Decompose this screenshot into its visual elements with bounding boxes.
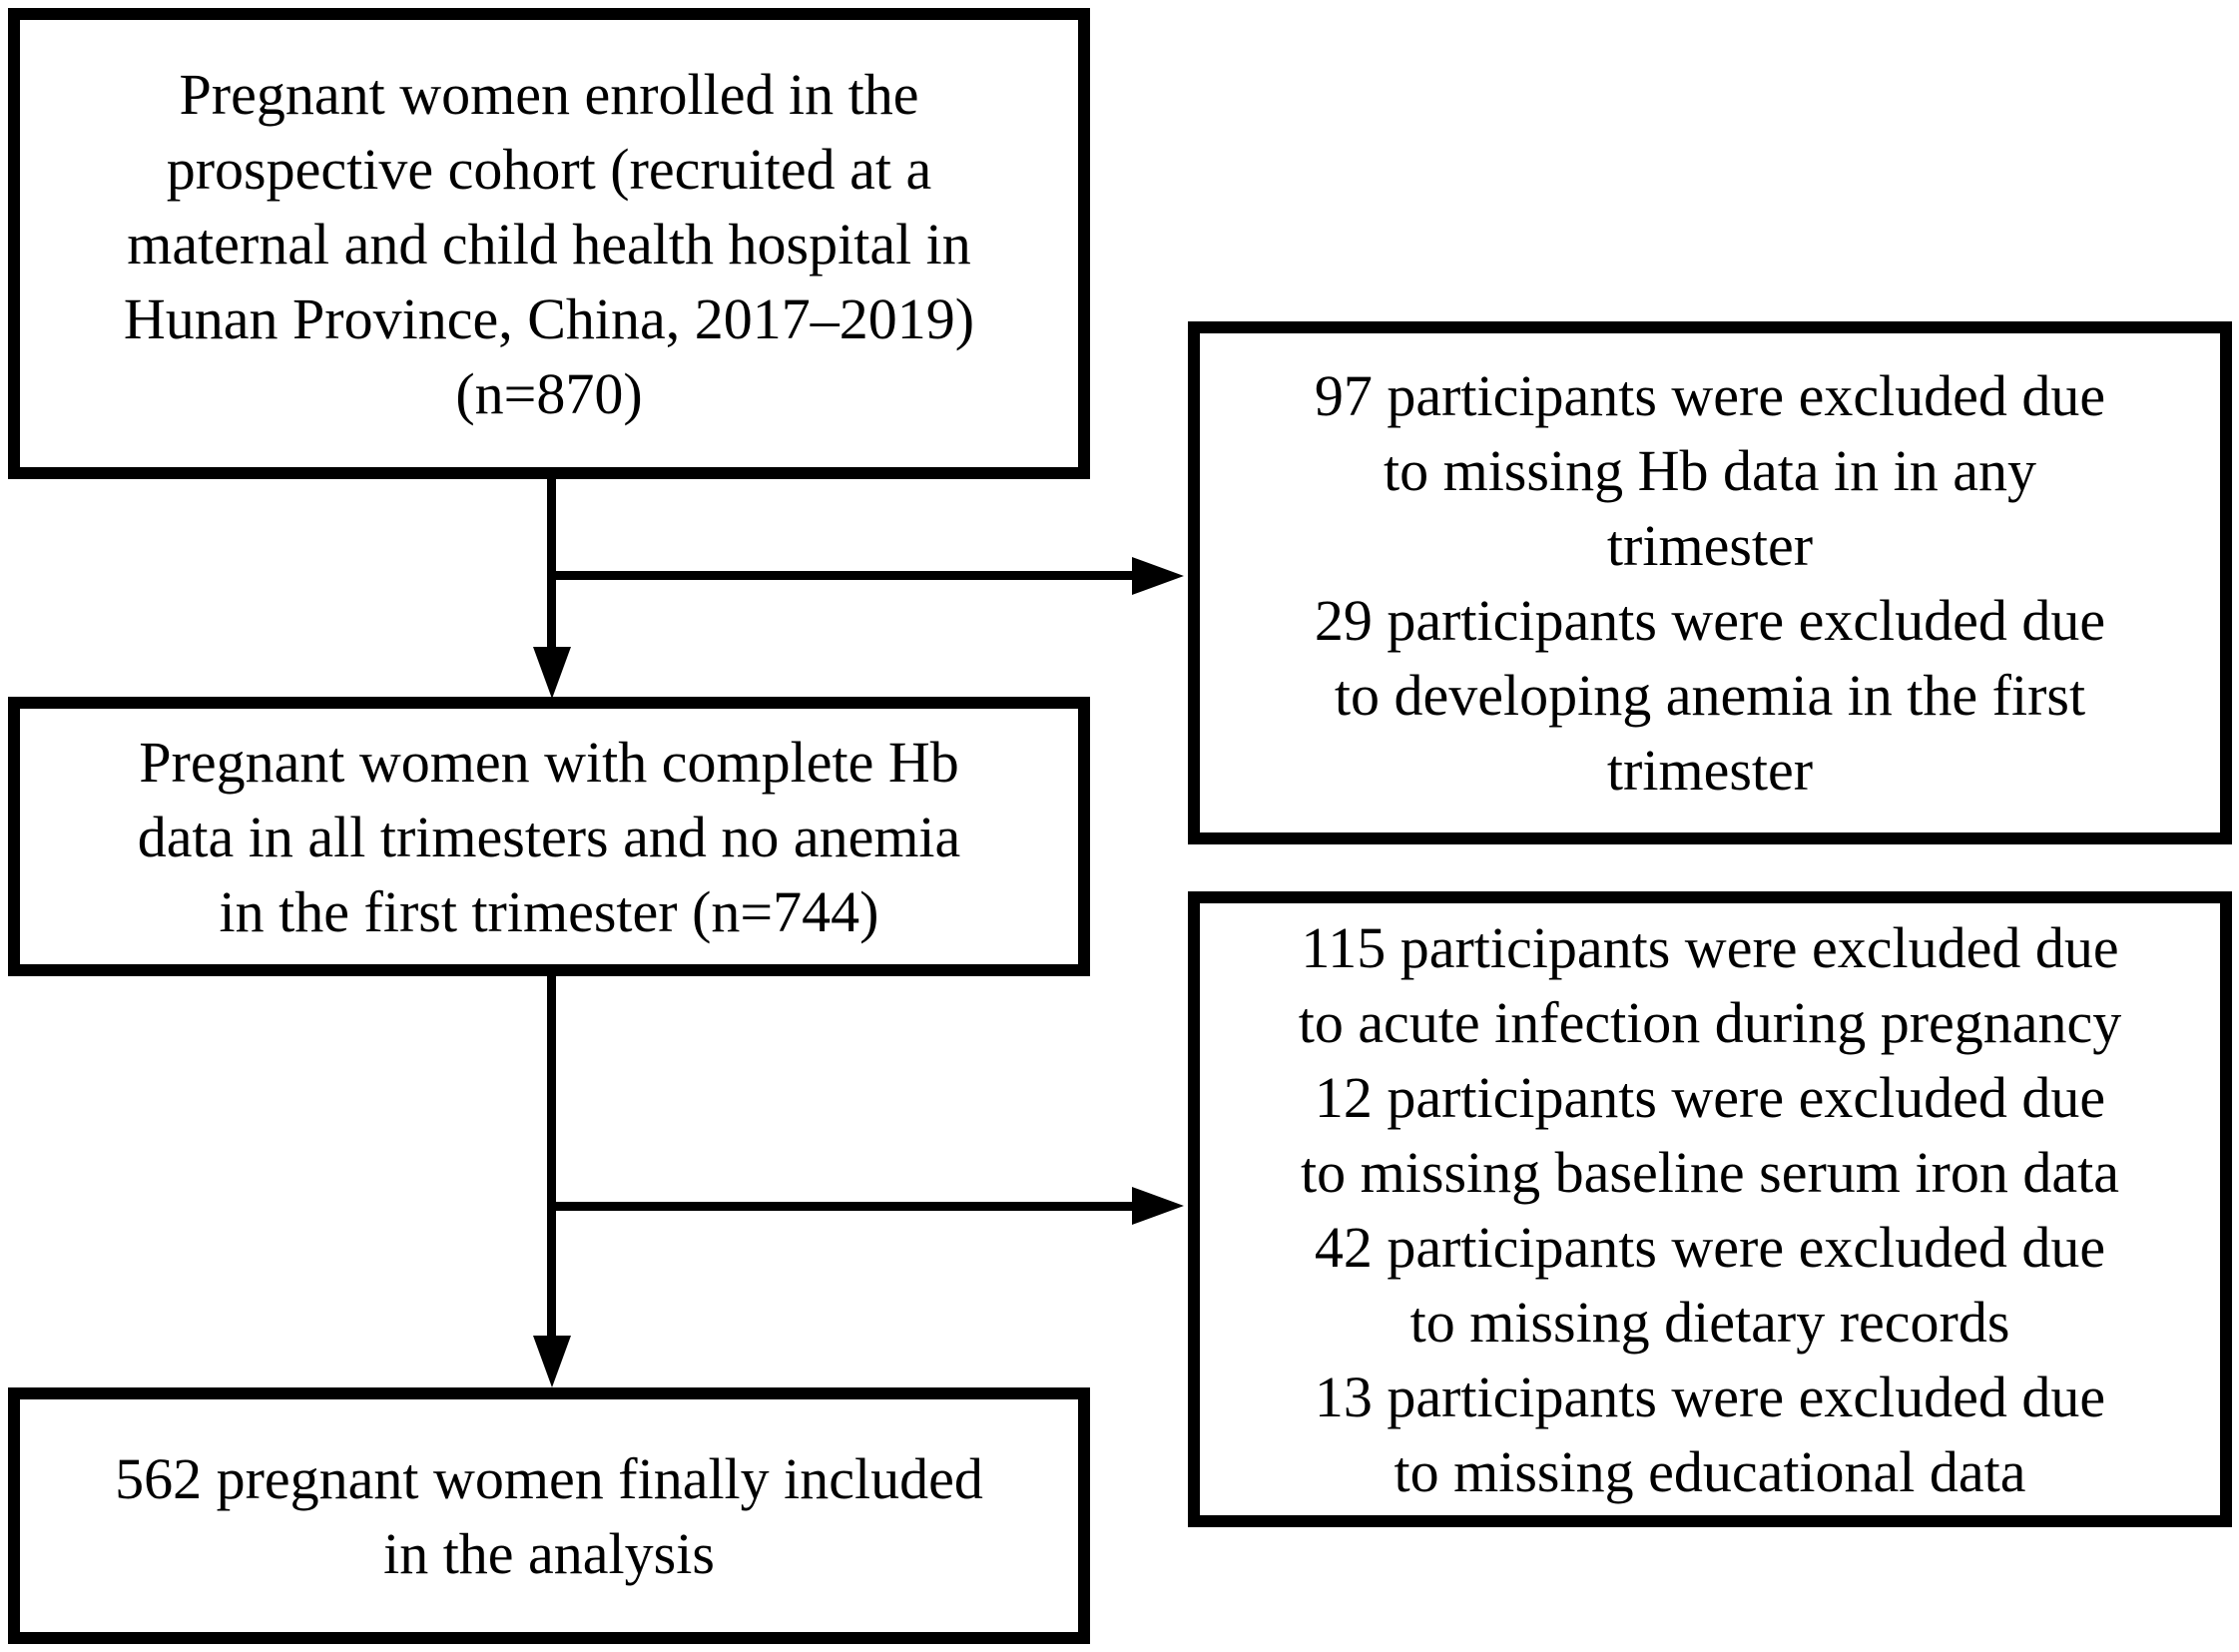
text-line: Pregnant women with complete Hb — [139, 729, 959, 795]
arrow-enrolled-to-complete-line — [547, 479, 556, 649]
text-line: to missing Hb data in in any — [1383, 438, 2037, 503]
text-line: to missing dietary records — [1409, 1289, 2010, 1355]
arrow-complete-to-final-line — [547, 976, 556, 1338]
arrow-right-head-icon — [1132, 557, 1184, 595]
text-line: to acute infection during pregnancy — [1298, 989, 2122, 1055]
text-line: trimester — [1606, 513, 1814, 578]
text-line: (n=870) — [455, 360, 643, 426]
text-line: Pregnant women enrolled in the — [179, 61, 919, 127]
text-line: data in all trimesters and no anemia — [137, 804, 961, 869]
text-line: 29 participants were excluded due — [1314, 588, 2106, 653]
box-enrolled-cohort: Pregnant women enrolled in the prospecti… — [8, 8, 1090, 479]
text-line: 115 participants were excluded due — [1301, 914, 2119, 980]
text-line: in the analysis — [383, 1520, 715, 1586]
arrow-right-head-icon — [1132, 1187, 1184, 1225]
text-line: to missing educational data — [1394, 1438, 2026, 1504]
text-line: to missing baseline serum iron data — [1301, 1139, 2119, 1205]
arrow-branch-to-exclusion2-line — [551, 1202, 1135, 1211]
text-line: 42 participants were excluded due — [1314, 1214, 2106, 1280]
text-line: to developing anemia in the first — [1334, 663, 2086, 728]
text-line: 562 pregnant women finally included — [115, 1445, 983, 1511]
text-line: 13 participants were excluded due — [1314, 1364, 2106, 1429]
box-excluded-trimester-hb: 97 participants were excluded due to mis… — [1188, 321, 2232, 844]
text-line: prospective cohort (recruited at a — [166, 136, 932, 202]
text-line: trimester — [1606, 738, 1814, 803]
text-line: 97 participants were excluded due — [1314, 363, 2106, 428]
text-line: in the first trimester (n=744) — [219, 878, 879, 944]
box-final-analysis: 562 pregnant women finally included in t… — [8, 1387, 1090, 1644]
text-line: 12 participants were excluded due — [1314, 1064, 2106, 1130]
arrow-down-head-icon — [533, 1336, 571, 1387]
arrow-down-head-icon — [533, 647, 571, 699]
text-line: maternal and child health hospital in — [127, 211, 971, 276]
arrow-branch-to-exclusion1-line — [551, 571, 1135, 580]
text-line: Hunan Province, China, 2017–2019) — [123, 285, 975, 351]
box-complete-hb-no-anemia: Pregnant women with complete Hb data in … — [8, 697, 1090, 976]
box-excluded-infection-iron-diet-education: 115 participants were excluded due to ac… — [1188, 891, 2232, 1527]
